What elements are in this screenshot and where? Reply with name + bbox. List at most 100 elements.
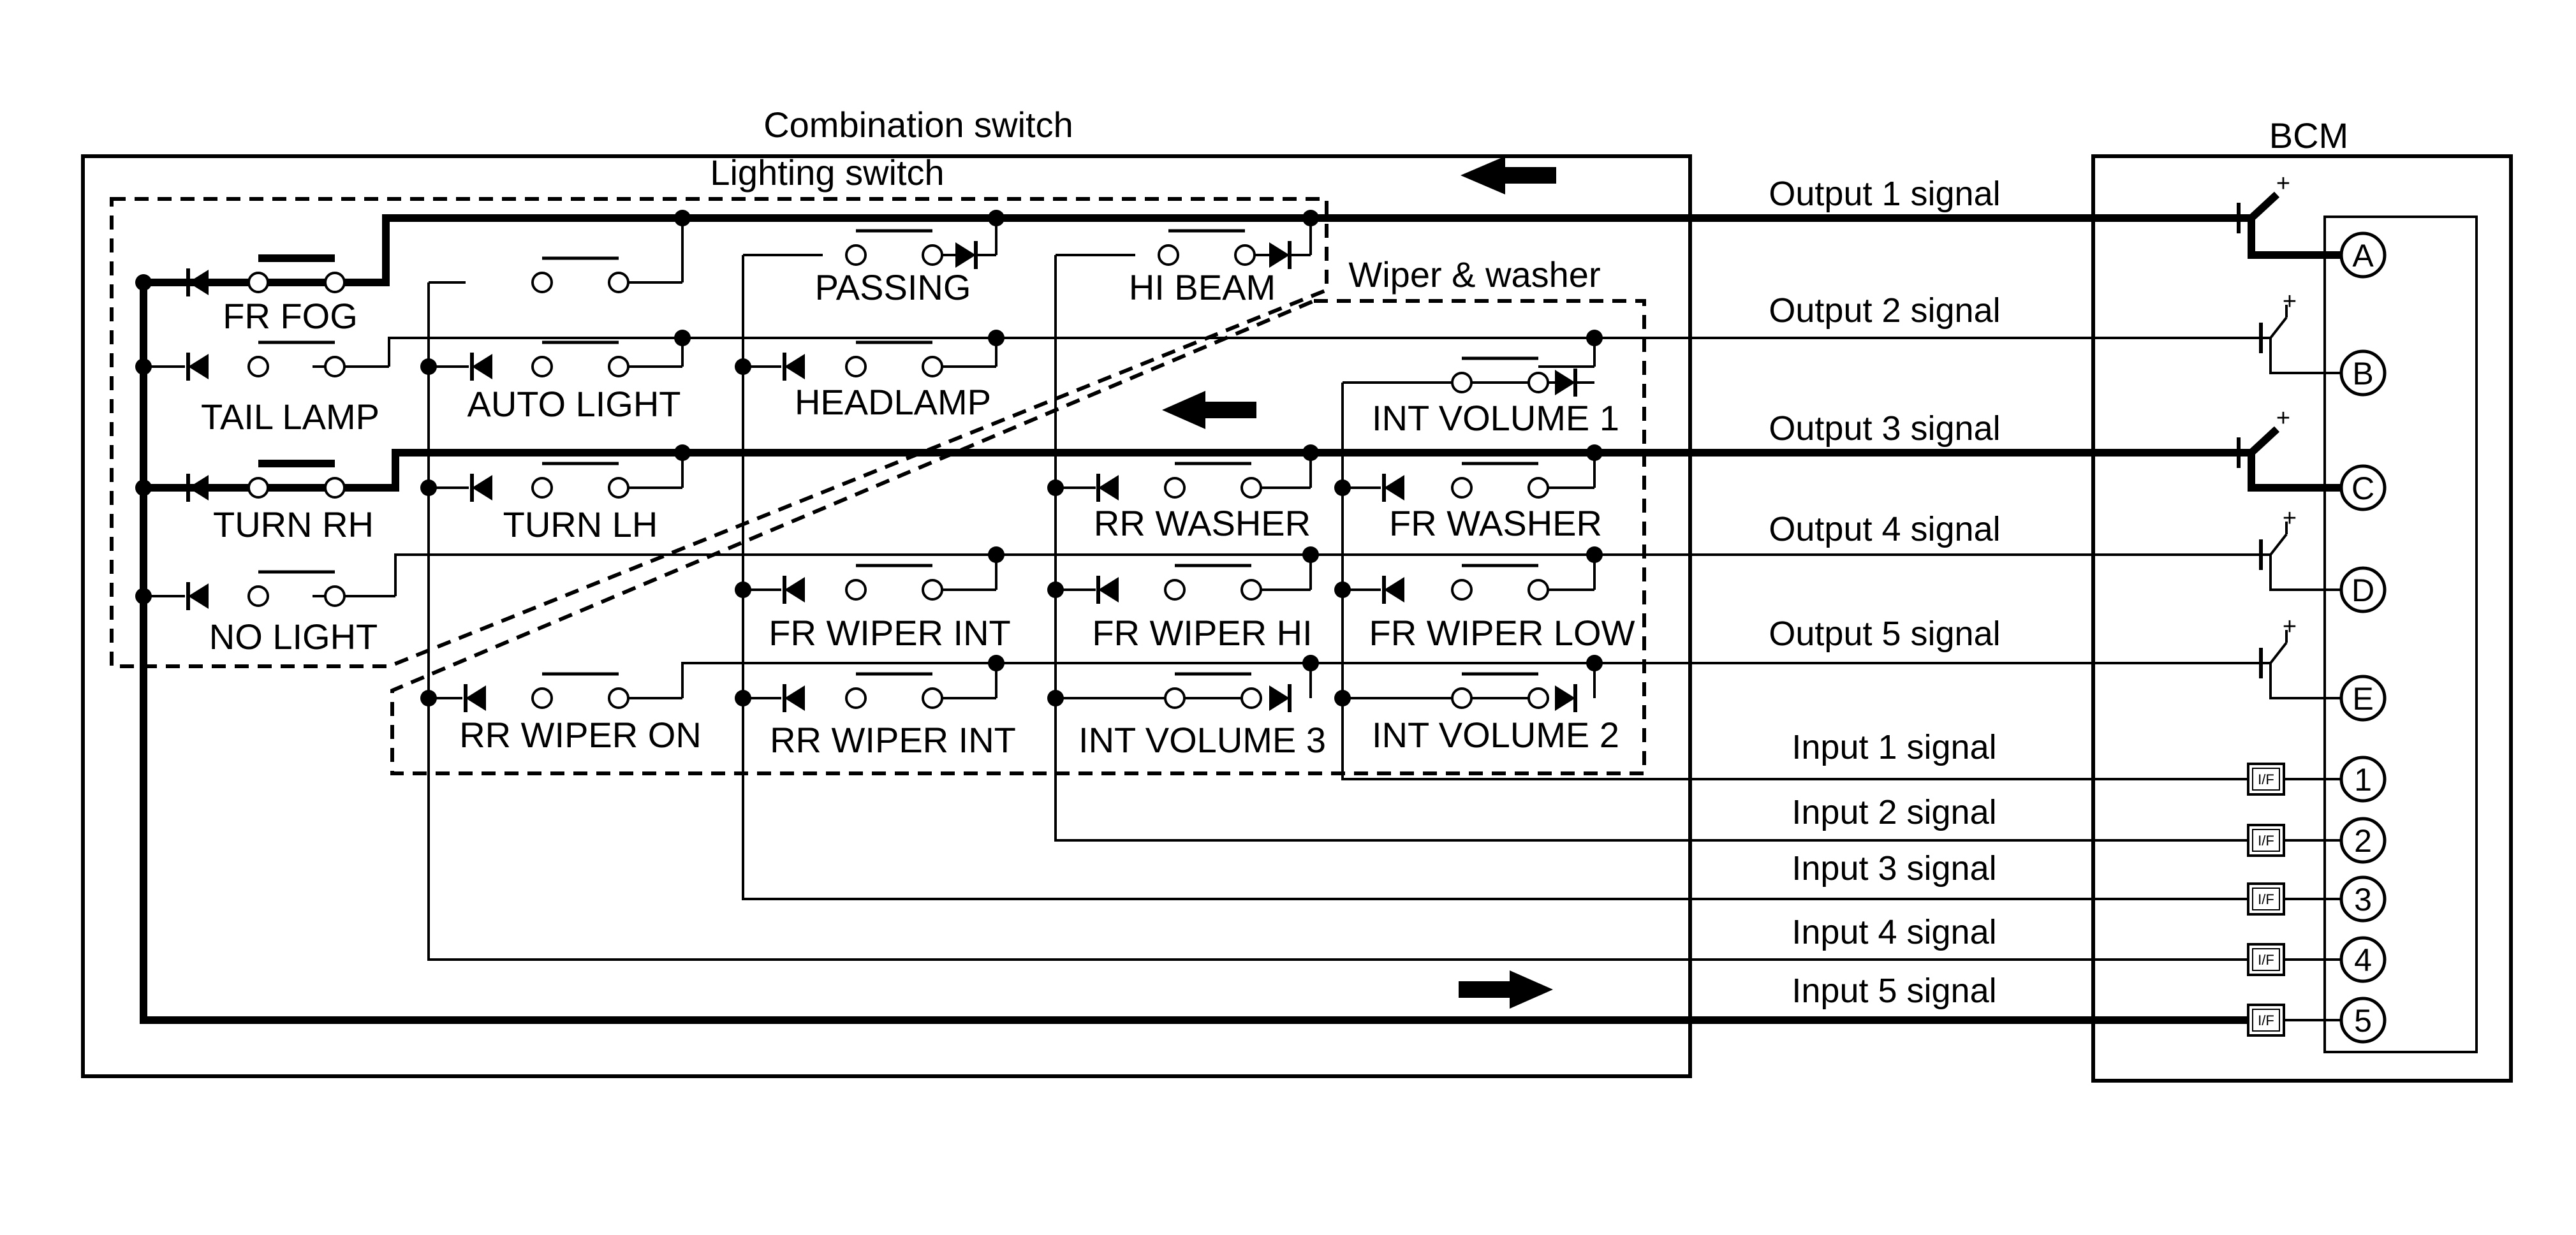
- flow-arrow-left-icon: [1461, 156, 1556, 194]
- plus-sign: +: [2276, 405, 2290, 432]
- pin-3-circle: [2339, 875, 2387, 923]
- junction-dot: [988, 546, 1005, 563]
- pin-5-circle: [2339, 997, 2387, 1044]
- pin-a-label: A: [2352, 238, 2374, 274]
- junction-dot: [1586, 330, 1603, 346]
- output-5-signal-label: Output 5 signal: [1769, 615, 2000, 653]
- rr-washer-label: RR WASHER: [1094, 503, 1311, 543]
- no-light-diode-icon: [188, 582, 209, 610]
- junction-dot: [135, 274, 152, 291]
- junction-dot: [1047, 690, 1064, 706]
- turn-rh-diode-icon: [188, 474, 209, 502]
- if-interface-block: I/F: [2247, 824, 2285, 857]
- headlamp-label: HEADLAMP: [795, 382, 991, 422]
- junction-dot: [1302, 210, 1319, 226]
- junction-dot: [1586, 546, 1603, 563]
- junction-dot: [735, 690, 751, 706]
- tail-lamp-switch-icon: [249, 342, 344, 376]
- plus-sign: +: [2283, 613, 2297, 640]
- junction-dot: [1586, 655, 1603, 671]
- pin-c-circle: [2339, 464, 2387, 511]
- hi-beam-diode-icon: [1269, 241, 1290, 269]
- fr-wiper-hi-diode-icon: [1098, 576, 1119, 604]
- headlamp-diode-icon: [784, 353, 805, 381]
- rr-wiper-on-diode-icon: [466, 684, 486, 712]
- fr-fog-diode-icon: [188, 268, 209, 296]
- pin-4-label: 4: [2354, 942, 2372, 978]
- plus-sign: +: [2283, 505, 2297, 532]
- input-5-signal-label: Input 5 signal: [1792, 972, 1996, 1010]
- junction-dot: [1047, 479, 1064, 496]
- if-interface-block: I/F: [2247, 882, 2285, 916]
- fr-wiper-low-diode-icon: [1384, 576, 1404, 604]
- flow-arrow-right-icon: [1459, 970, 1553, 1009]
- junction-dot: [1334, 479, 1351, 496]
- fr-fog-switch-icon: [249, 258, 344, 292]
- junction-dot: [1047, 581, 1064, 598]
- int-volume-1-diode-icon: [1555, 369, 1575, 397]
- wiper-washer-title: Wiper & washer: [1348, 254, 1600, 295]
- plus-sign: +: [2276, 170, 2290, 197]
- junction-dots: [135, 210, 1603, 706]
- int-volume-3-label: INT VOLUME 3: [1078, 720, 1326, 760]
- pin-e-circle: [2339, 675, 2387, 722]
- bcm-thick-leads: [2239, 191, 2347, 492]
- int-volume-1-label: INT VOLUME 1: [1372, 398, 1619, 438]
- pin-5-label: 5: [2354, 1003, 2372, 1039]
- passing-diode-icon: [955, 241, 976, 269]
- fr-wiper-hi-switch-icon: [1165, 566, 1261, 599]
- blank-switch-icon: [533, 258, 628, 292]
- pin-c-label: C: [2352, 471, 2374, 506]
- if-interface-block: I/F: [2247, 943, 2285, 976]
- input-4-signal-label: Input 4 signal: [1792, 913, 1996, 951]
- pin-b-label: B: [2352, 356, 2373, 391]
- passing-label: PASSING: [815, 267, 971, 307]
- wiper-washer-boundary: [390, 299, 1646, 775]
- rr-wiper-on-switch-icon: [533, 674, 628, 708]
- bcm-pins: A B C D E 1 2 3 4 5: [2339, 231, 2387, 1044]
- if-label: I/F: [2258, 833, 2274, 849]
- junction-dot: [674, 444, 691, 461]
- fr-wiper-low-label: FR WIPER LOW: [1369, 613, 1635, 653]
- junction-dot: [1302, 655, 1319, 671]
- junction-dot: [735, 581, 751, 598]
- no-light-switch-icon: [249, 572, 344, 606]
- lighting-switch-title: Lighting switch: [710, 152, 944, 193]
- plus-sign: +: [2283, 288, 2297, 315]
- fr-washer-label: FR WASHER: [1389, 503, 1602, 543]
- pin-4-circle: [2339, 936, 2387, 983]
- rr-wiper-int-switch-icon: [846, 674, 942, 708]
- int-volume-1-switch-icon: [1452, 358, 1548, 392]
- output-2-signal-label: Output 2 signal: [1769, 291, 2000, 330]
- junction-dot: [135, 358, 152, 375]
- output-3-signal-label: Output 3 signal: [1769, 409, 2000, 448]
- junction-dot: [988, 330, 1005, 346]
- junction-dot: [1586, 444, 1603, 461]
- if-label: I/F: [2258, 952, 2274, 968]
- junction-dot: [1334, 690, 1351, 706]
- pin-d-circle: [2339, 566, 2387, 613]
- junction-dot: [988, 210, 1005, 226]
- transistor-icon: [2237, 203, 2263, 678]
- auto-light-diode-icon: [472, 353, 492, 381]
- fr-washer-switch-icon: [1452, 464, 1548, 497]
- input-3-signal-label: Input 3 signal: [1792, 849, 1996, 888]
- pin-e-label: E: [2352, 681, 2373, 717]
- rr-washer-diode-icon: [1098, 474, 1119, 502]
- auto-light-label: AUTO LIGHT: [467, 384, 681, 424]
- pin-d-label: D: [2352, 573, 2374, 608]
- rr-wiper-int-label: RR WIPER INT: [770, 720, 1016, 760]
- fr-wiper-low-switch-icon: [1452, 566, 1548, 599]
- rr-washer-switch-icon: [1165, 464, 1261, 497]
- pin-1-label: 1: [2354, 762, 2372, 798]
- fr-wiper-int-diode-icon: [784, 576, 805, 604]
- headlamp-switch-icon: [846, 342, 942, 376]
- tail-lamp-label: TAIL LAMP: [201, 397, 379, 437]
- pin-3-label: 3: [2354, 882, 2372, 917]
- junction-dot: [1302, 444, 1319, 461]
- rr-wiper-int-diode-icon: [784, 684, 805, 712]
- no-light-label: NO LIGHT: [209, 617, 378, 657]
- turn-rh-switch-icon: [249, 464, 344, 497]
- flow-arrow-left-icon: [1162, 391, 1256, 429]
